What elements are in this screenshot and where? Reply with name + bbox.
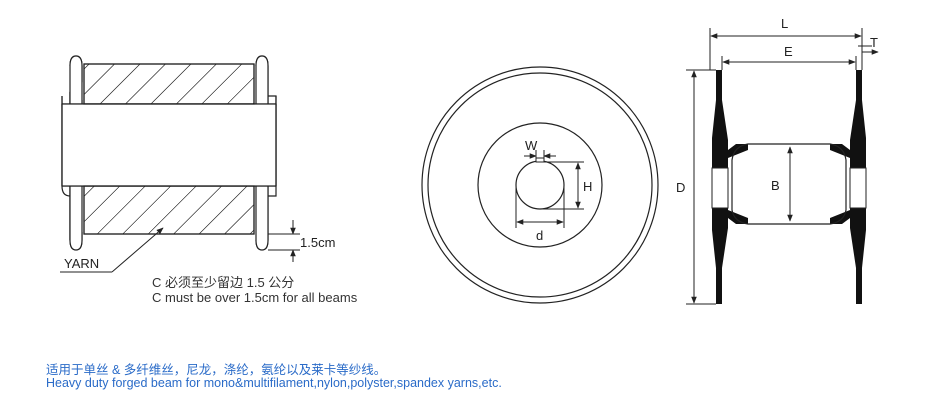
t-label: T bbox=[870, 35, 878, 50]
l-dimension bbox=[709, 28, 863, 70]
flange-outlines bbox=[61, 55, 277, 251]
e-label: E bbox=[784, 44, 793, 59]
yarn-label: YARN bbox=[64, 256, 99, 271]
margin-label: 1.5cm bbox=[300, 235, 335, 250]
d-big-label: D bbox=[676, 180, 685, 195]
note-en: C must be over 1.5cm for all beams bbox=[152, 290, 358, 305]
d-small-label: d bbox=[536, 228, 543, 243]
d-big-dimension bbox=[686, 69, 716, 305]
t-dimension bbox=[858, 45, 879, 55]
yarn-bottom-fill bbox=[83, 185, 255, 235]
e-dimension bbox=[721, 56, 857, 70]
footer-en: Heavy duty forged beam for mono&multifil… bbox=[46, 376, 502, 390]
d-small-dimension bbox=[515, 185, 565, 228]
footer-zh: 适用于单丝 & 多纤维丝，尼龙，涤纶，氨纶以及莱卡等纱线。 bbox=[46, 363, 387, 377]
beam-front-view bbox=[421, 66, 659, 304]
margin-dimension bbox=[268, 220, 300, 262]
beam-cross-section bbox=[711, 70, 867, 304]
w-dimension bbox=[524, 150, 556, 162]
note-zh: C 必须至少留边 1.5 公分 bbox=[152, 275, 295, 290]
h-dimension bbox=[540, 161, 584, 210]
b-label: B bbox=[771, 178, 780, 193]
yarn-leader bbox=[60, 227, 164, 273]
h-label: H bbox=[583, 179, 592, 194]
l-label: L bbox=[781, 16, 788, 31]
barrel-outline bbox=[61, 104, 277, 186]
keyway bbox=[535, 157, 545, 163]
w-label: W bbox=[525, 138, 538, 153]
yarn-top-fill bbox=[83, 63, 255, 105]
